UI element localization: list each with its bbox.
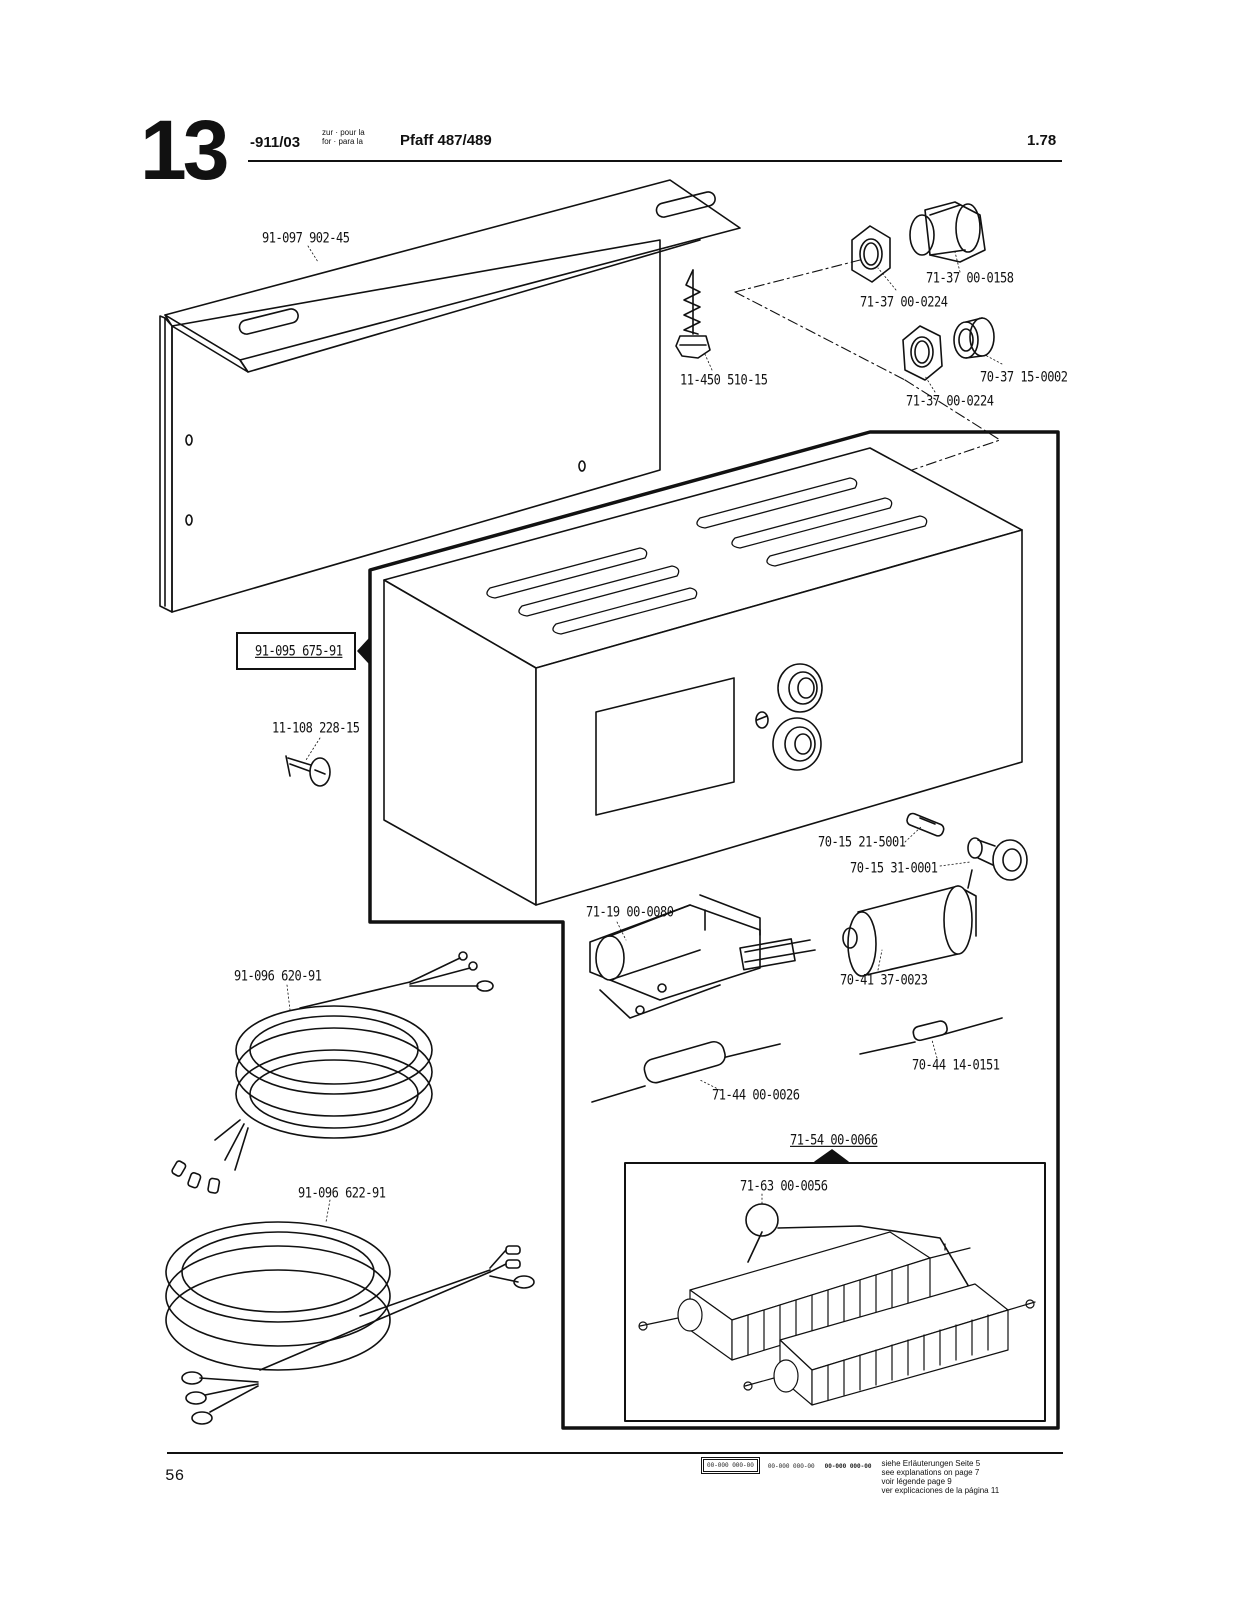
label-gland-lower: 70-37 15-0002 [980,369,1068,386]
rating-plate [595,677,735,816]
legend-note-es: ver explicaciones de la página 11 [881,1486,1000,1495]
language-prefix-line-2: for · para la [322,137,363,146]
legend-note-fr: voir légende page 9 [881,1477,952,1486]
header-rule [248,160,1062,162]
section-number: 13 [140,103,229,197]
label-thermal-element: 71-63 00-0056 [740,1178,828,1195]
control-box [383,447,1023,906]
language-prefix: zur · pour la for · para la [322,128,365,146]
screw-drawing [285,755,331,787]
label-capacitor: 70-41 37-0023 [840,972,928,989]
heatsink-lower [743,1283,1036,1406]
label-cable-1: 91-096 620-91 [234,968,322,985]
assembly-lines [734,259,1001,471]
label-relay: 71-19 00-0080 [586,904,674,921]
label-housing: 91-095 675-91 [255,643,343,660]
legend-code-bold: 00-000 000-00 [824,1463,872,1470]
label-locknut-lower: 71-37 00-0224 [906,393,994,410]
legend-code-plain: 00-000 000-00 [767,1463,815,1470]
capacitor-drawing [842,869,977,977]
label-fuse: 70-15 21-5001 [818,834,906,851]
issue-date: 1.78 [1027,132,1057,149]
cable-glands-front [755,663,823,771]
cable-2-drawing [165,1221,535,1425]
label-screw: 11-108 228-15 [272,720,360,737]
fuse-drawing [906,812,945,837]
label-resistor-large: 71-44 00-0026 [712,1087,800,1104]
label-resistor-small: 70-44 14-0151 [912,1057,1000,1074]
resistor-large-drawing [591,1040,781,1103]
legend: 00-000 000-00 00-000 000-00 00-000 000-0… [701,1457,999,1495]
mounting-bracket [159,179,741,613]
vent-slots [486,477,928,635]
wood-screw-drawing [675,269,711,359]
legend-note-en: see explanations on page 7 [881,1468,980,1477]
heatsink-upper [638,1231,971,1361]
page-number: 56 [165,1467,185,1485]
assembly-pointer [357,637,371,665]
resistor-small-drawing [859,1017,1003,1055]
locknut-gland-lower-drawing [902,317,995,381]
footer-rule [167,1452,1063,1454]
locknut-gland-upper-drawing [851,201,986,283]
cable-1-drawing [171,951,494,1194]
legend-code-boxed: 00-000 000-00 [701,1457,760,1474]
fuse-holder-drawing [967,837,1028,881]
language-prefix-line-1: zur · pour la [322,128,365,137]
housing-label-box: 91-095 675-91 [236,632,356,670]
label-wood-screw: 11-450 510-15 [680,372,768,389]
assembly-outline [368,430,1060,1430]
label-gland-upper: 71-37 00-0158 [926,270,1014,287]
leader-lines [286,245,1003,1223]
machine-model: Pfaff 487/489 [400,132,492,149]
legend-notes: siehe Erläuterungen Seite 5 see explanat… [881,1459,999,1495]
drawing-code: -911/03 [250,134,301,151]
label-locknut-upper: 71-37 00-0224 [860,294,948,311]
label-bracket: 91-097 902-45 [262,230,350,247]
label-cable-2: 91-096 622-91 [298,1185,386,1202]
rectifier-assembly-drawing [624,1149,1046,1422]
relay-drawing [589,894,816,1019]
label-fuse-holder: 70-15 31-0001 [850,860,938,877]
label-rectifier-assembly: 71-54 00-0066 [790,1132,878,1149]
legend-note-de: siehe Erläuterungen Seite 5 [881,1459,981,1468]
